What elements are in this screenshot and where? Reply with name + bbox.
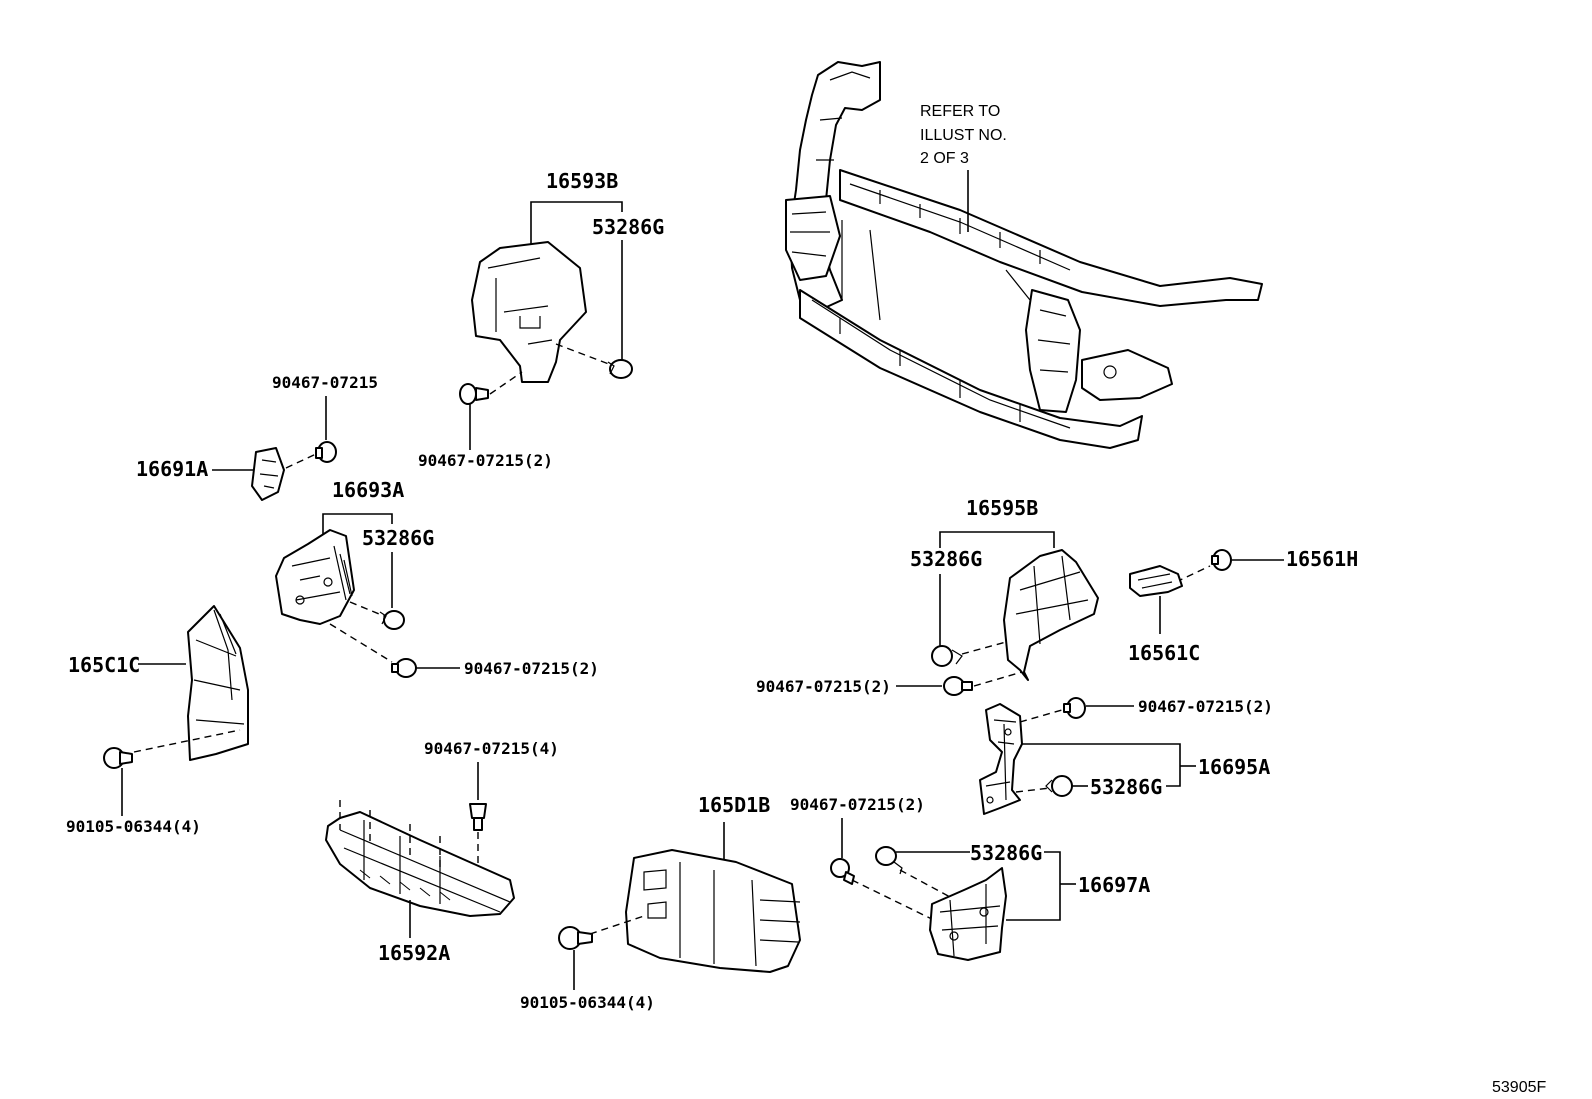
bolt-90467-c [391,658,417,678]
callout-53286G-a: 53286G [592,215,664,239]
callout-53286G-b: 53286G [362,526,434,550]
callout-165C1C: 165C1C [68,653,140,677]
clip-53286G-b [379,610,405,630]
callout-16697A: 16697A [1078,873,1150,897]
bolt-90105-a [103,747,133,769]
clip-53286G-a [607,359,633,379]
part-16697A [929,867,1007,961]
part-16693A [275,529,355,625]
bolt-90467-g [1063,697,1086,719]
refer-note-line3: 2 OF 3 [920,150,969,167]
illustration-code: 53905F [1492,1079,1546,1096]
callout-53286G-c: 53286G [970,841,1042,865]
callout-90105-06344-4-a: 90105-06344(4) [66,817,201,836]
callout-90467-07215-4: 90467-07215(4) [424,739,559,758]
callout-90105-06344-4-b: 90105-06344(4) [520,993,655,1012]
part-165D1B [625,849,801,973]
bolt-90467-f [943,676,973,696]
radiator-support-assembly [785,61,1263,449]
part-16592A [325,811,515,917]
refer-note-line1: REFER TO [920,103,1000,120]
callout-53286G-d: 53286G [910,547,982,571]
refer-note-line2: ILLUST NO. [920,127,1007,144]
callout-90467-07215-2-e: 90467-07215(2) [1138,697,1273,716]
callout-53286G-e: 53286G [1090,775,1162,799]
callout-90467-07215-2-a: 90467-07215(2) [418,451,553,470]
part-16593B [471,241,587,383]
part-165C1C [187,605,249,761]
bolt-90467-b [459,383,489,405]
part-16561C [1129,565,1183,597]
bolt-90467-a [315,441,337,463]
clip-53286G-e [1045,775,1073,797]
callout-16593B: 16593B [546,169,618,193]
callout-16595B: 16595B [966,496,1038,520]
bolt-90105-b [558,926,593,950]
bolt-90467-e [830,858,855,885]
callout-16592A: 16592A [378,941,450,965]
bolt-90467-d [469,803,487,831]
part-16595B [1003,549,1099,681]
clip-53286G-d [931,645,963,667]
callout-16561H: 16561H [1286,547,1358,571]
callout-90467-07215-a: 90467-07215 [272,373,378,392]
callout-90467-07215-2-c: 90467-07215(2) [790,795,925,814]
bolt-16561H [1211,549,1232,571]
callout-90467-07215-2-b: 90467-07215(2) [464,659,599,678]
callout-165D1B: 165D1B [698,793,770,817]
callout-90467-07215-2-d: 90467-07215(2) [756,677,891,696]
callout-16693A: 16693A [332,478,404,502]
part-16691A [251,447,285,501]
callout-16561C: 16561C [1128,641,1200,665]
clip-53286G-c [875,846,903,875]
callout-16691A: 16691A [136,457,208,481]
part-16695A [979,703,1023,815]
callout-16695A: 16695A [1198,755,1270,779]
